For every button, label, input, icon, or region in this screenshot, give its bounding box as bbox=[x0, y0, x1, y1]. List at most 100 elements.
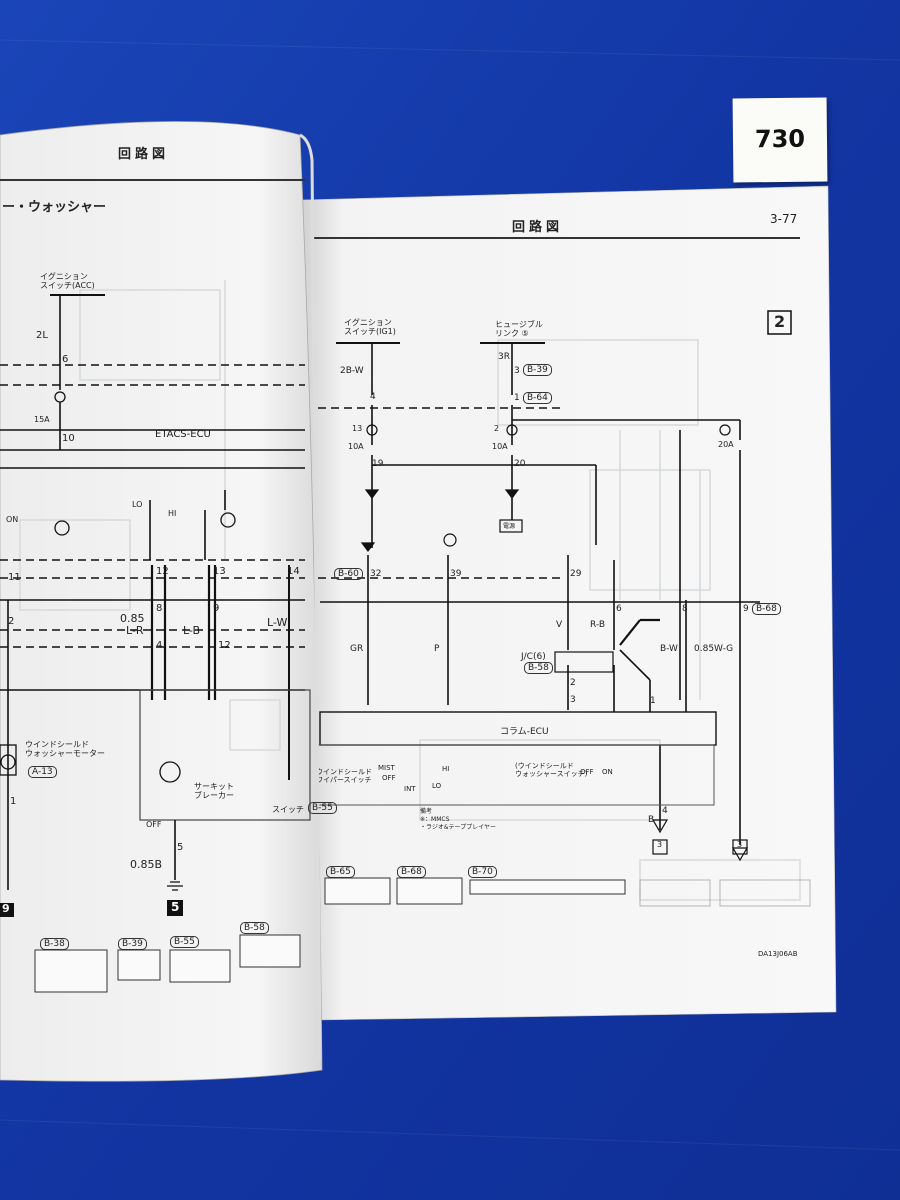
switch-pos-hi: HI bbox=[442, 765, 450, 773]
wire-r-b: R-B bbox=[590, 620, 605, 630]
wiper-switch-label: ウインドシールド ワイパースイッチ bbox=[316, 768, 372, 784]
left-pin-11: 11 bbox=[8, 572, 21, 583]
left-pin-8: 8 bbox=[156, 603, 163, 614]
fuse-13: 13 bbox=[352, 424, 363, 433]
left-pin-13: 13 bbox=[213, 566, 226, 577]
left-connector-b39: B-39 bbox=[118, 938, 147, 950]
ref-b58: B-58 bbox=[524, 662, 553, 674]
washer-switch-label: (ウインドシールド ウォッシャースイッチ) bbox=[515, 762, 588, 778]
wire-p: P bbox=[434, 644, 440, 654]
ground-3-left: 3 bbox=[657, 840, 663, 849]
ref-b60: B-60 bbox=[334, 568, 363, 580]
fuse-20a: 20A bbox=[718, 440, 734, 449]
left-switch-hi: HI bbox=[168, 509, 177, 518]
washer-pos-on: ON bbox=[602, 768, 613, 776]
fuse-10a-left: 10A bbox=[348, 442, 364, 451]
wire-b-w: B-W bbox=[660, 644, 678, 654]
pin-32: 32 bbox=[370, 569, 382, 579]
left-wire-l-r-a: L-R bbox=[126, 624, 144, 637]
right-box-number: 2 bbox=[774, 312, 786, 331]
pin-1-lower: 1 bbox=[650, 696, 656, 706]
wire-b-lower: B bbox=[648, 815, 655, 825]
left-ignition-switch-label: イグニション スイッチ(ACC) bbox=[40, 272, 95, 290]
left-wire-0-85-a: 0.85 bbox=[120, 612, 145, 625]
fuse-2: 2 bbox=[494, 424, 500, 433]
number-sticker: 730 bbox=[732, 97, 828, 183]
pin-6: 6 bbox=[616, 604, 622, 614]
right-page-header: 回路図 bbox=[512, 220, 564, 235]
left-circuit-breaker-label: サーキット ブレーカー bbox=[194, 782, 234, 800]
left-pin-1: 1 bbox=[10, 796, 17, 807]
switch-pos-int: INT bbox=[404, 785, 416, 793]
left-page-mark-9: 9 bbox=[2, 902, 10, 915]
washer-pos-off: OFF bbox=[580, 768, 594, 776]
note-text: 備考 ※：MMCS ・ラジオ&テーププレイヤー bbox=[420, 808, 497, 831]
ref-b68: B-68 bbox=[752, 603, 781, 615]
wire-3: 3 bbox=[514, 366, 520, 376]
right-fusible-link-label: ヒュージブル リンク ⑤ bbox=[495, 320, 543, 338]
ref-b39: B-39 bbox=[523, 364, 552, 376]
left-page-mark-5: 5 bbox=[171, 900, 180, 914]
left-switch-on: ON bbox=[6, 515, 19, 524]
pin-8: 8 bbox=[682, 604, 688, 614]
power-box-label: 電源 bbox=[503, 523, 516, 530]
pin-29: 29 bbox=[570, 569, 582, 579]
wire-v: V bbox=[556, 620, 563, 630]
left-connector-b55: B-55 bbox=[170, 936, 199, 948]
pin-3-lower: 3 bbox=[570, 695, 576, 705]
left-page-header: 回路図 bbox=[118, 147, 170, 162]
pin-4-lower: 4 bbox=[662, 806, 668, 816]
pin-39: 39 bbox=[450, 569, 462, 579]
diagram-code: DA13J06AB bbox=[758, 950, 798, 958]
left-wire-l-w-a: L-W bbox=[267, 616, 288, 629]
left-pin-12-b: 12 bbox=[218, 640, 231, 651]
wire-19: 19 bbox=[372, 459, 384, 469]
left-switch-ref: B-55 bbox=[308, 802, 337, 814]
wire-1: 1 bbox=[514, 393, 520, 403]
connector-b70: B-70 bbox=[468, 866, 497, 878]
left-washer-motor-label: ウインドシールド ウォッシャーモーター bbox=[25, 740, 105, 758]
ref-b64: B-64 bbox=[523, 392, 552, 404]
fuse-10a-right: 10A bbox=[492, 442, 508, 451]
switch-pos-off: OFF bbox=[382, 774, 396, 782]
connector-b68: B-68 bbox=[397, 866, 426, 878]
left-pin-5: 5 bbox=[177, 842, 184, 853]
right-ignition-switch-label: イグニション スイッチ(IG1) bbox=[344, 318, 396, 336]
left-connector-b58: B-58 bbox=[240, 922, 269, 934]
left-pin-12: 12 bbox=[156, 566, 169, 577]
wire-gr: GR bbox=[350, 644, 364, 654]
left-wire-2l: 2L bbox=[36, 330, 48, 341]
left-switch-lo: LO bbox=[132, 500, 143, 509]
wire-3r-top: 3R bbox=[498, 352, 510, 362]
pin-9: 9 bbox=[743, 604, 749, 614]
left-connector-b38: B-38 bbox=[40, 938, 69, 950]
wire-4: 4 bbox=[370, 392, 376, 402]
wire-2b-w: 2B-W bbox=[340, 366, 364, 376]
left-pin-10: 10 bbox=[62, 433, 75, 444]
left-breaker-off: OFF bbox=[146, 820, 162, 829]
switch-pos-lo: LO bbox=[432, 782, 442, 790]
left-fuse-15a: 15A bbox=[34, 415, 50, 424]
column-ecu-label: コラム-ECU bbox=[500, 727, 549, 737]
connector-b65: B-65 bbox=[326, 866, 355, 878]
left-pin-14: 14 bbox=[287, 566, 300, 577]
left-pin-4: 4 bbox=[156, 640, 163, 651]
left-wire-0-85b: 0.85B bbox=[130, 858, 163, 871]
junction-connector-label: J/C(6) bbox=[521, 652, 546, 662]
left-pin-2: 2 bbox=[8, 616, 15, 627]
wire-0-85w-g: 0.85W-G bbox=[694, 644, 734, 654]
sticker-number: 730 bbox=[754, 124, 806, 154]
left-pin-6: 6 bbox=[62, 354, 69, 365]
ground-3-right: 3 bbox=[737, 840, 743, 849]
pin-2-lower: 2 bbox=[570, 678, 576, 688]
left-washer-motor-ref: A-13 bbox=[28, 766, 57, 778]
left-pin-9: 9 bbox=[213, 603, 220, 614]
left-switch-label: スイッチ bbox=[272, 805, 304, 814]
wire-20: 20 bbox=[514, 459, 526, 469]
switch-pos-mist: MIST bbox=[378, 764, 395, 772]
left-ecu-label: ETACS-ECU bbox=[155, 429, 211, 440]
left-wire-l-b-a: L-B bbox=[183, 624, 201, 637]
